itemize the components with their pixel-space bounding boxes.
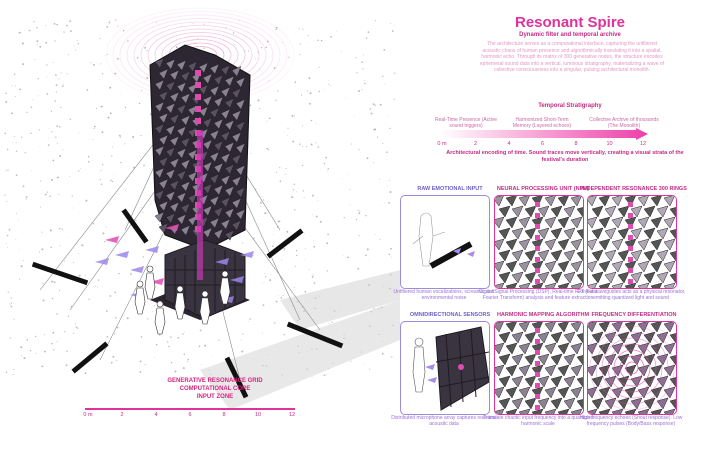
panel-heading-rings: INDEPENDENT RESONANCE 300 RINGS [581,186,687,192]
panel-image-sensors [400,321,490,415]
panel-image-frequency [587,321,677,415]
stratigraphy-tick: 8 [574,141,578,147]
phase-archive: Collective Archive of thousands (The Mon… [589,117,659,129]
panel-caption-sensors: Distributed microphone array captures re… [391,415,497,427]
ground-shadow [280,270,400,330]
panel-caption-frequency: High frequency echoes (Shout response). … [579,415,683,427]
scale-tick: 8 [222,412,226,418]
sensors-illustration [412,326,489,411]
stratigraphy-tick: 4 [507,141,511,147]
scale-tick: 10 [254,412,262,418]
zone-label-grid: GENERATIVE RESONANCE GRID [167,378,263,384]
scale-tick: 4 [154,412,158,418]
phase-real-time: Real-Time Presence (Active sound trigger… [434,117,498,129]
panel-heading-frequency: FREQUENCY DIFFERENTIATION [591,312,677,318]
stratigraphy-tick: 10 [606,141,613,147]
panel-caption-raw-input: Unfiltered human vocalizations, screams,… [393,289,495,301]
panel-heading-npu: NEURAL PROCESSING UNIT (NPU) [496,186,590,192]
bottom-scale: 0 m 2 4 6 8 10 12 [80,408,298,422]
zone-label-core: COMPUTATIONAL CORE [179,386,251,392]
stratigraphy-tick: 0 m [437,141,447,147]
panel-caption-npu: Digital Signal Processing (DSP), Real-ti… [479,289,597,301]
page-title: Resonant Spire [514,14,626,31]
spire-shadow [200,300,400,410]
page-subtitle: Dynamic filter and temporal archive [519,32,621,38]
stratigraphy-tick: 6 [540,141,545,147]
stratigraphy-caption: Architectural encoding of time. Sound tr… [446,150,684,163]
rings-illustration [588,196,676,288]
raw-input-illustration [412,212,475,269]
zone-label-input: INPUT ZONE [196,394,234,400]
panel-caption-mapping: Translate chaotic input frequency into a… [482,415,594,427]
phase-short-term: Harmonized Short-Term Memory (Layered ec… [512,117,572,129]
panel-heading-mapping: HARMONIC MAPPING ALGORITHM [496,312,590,318]
speaker-bars [31,208,344,399]
panel-heading-raw-input: RAW EMOTIONAL INPUT [417,186,483,192]
description-paragraph: The architecture serves as a computation… [479,41,665,74]
scale-tick: 0 m [83,412,93,418]
mapping-illustration [495,322,583,414]
spire-scene [4,7,400,410]
stratigraphy-title: Temporal Stratigraphy [538,103,602,109]
panel-image-npu [494,195,584,289]
scale-tick: 2 [120,412,124,418]
npu-illustration [495,196,583,288]
panel-image-rings [587,195,677,289]
panel-caption-rings: Conical waveguides acts as a physical re… [576,289,686,301]
sound-wave-arrows [95,224,254,303]
scale-tick: 12 [288,412,296,418]
human-figures [134,265,231,335]
panel-image-mapping [494,321,584,415]
stratigraphy-tick: 12 [639,141,647,147]
scale-tick: 6 [188,412,192,418]
frequency-illustration [588,322,676,414]
stratigraphy-arrow [440,128,648,140]
stratigraphy-tick: 2 [473,141,478,147]
panel-image-raw-input [400,195,490,289]
panel-heading-sensors: OMNIDIRECTIONAL SENSORS [409,312,491,318]
light-core [197,130,203,280]
